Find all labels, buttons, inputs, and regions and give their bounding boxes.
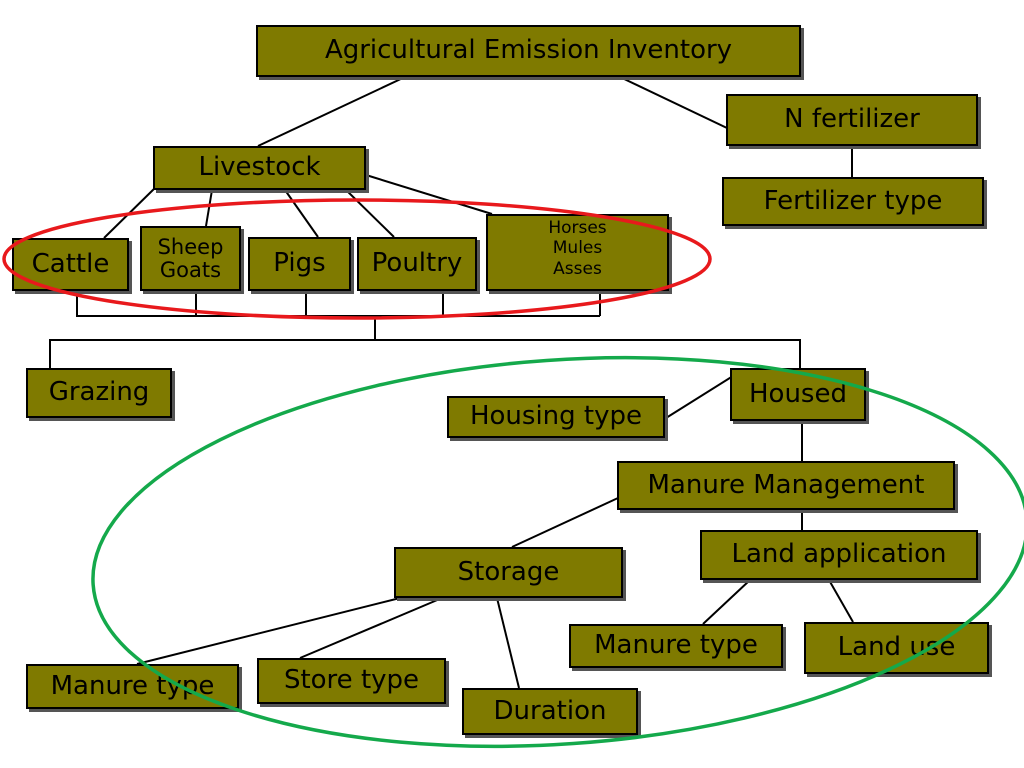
label-sheep: Sheep — [157, 235, 224, 260]
node-livestock: Livestock — [153, 146, 366, 190]
edge-split-bus — [49, 339, 801, 368]
node-duration: Duration — [462, 688, 638, 735]
node-manure-management: Manure Management — [617, 461, 955, 510]
node-grazing: Grazing — [26, 368, 172, 418]
node-fertilizer-type: Fertilizer type — [722, 177, 984, 226]
node-store-type: Store type — [257, 658, 446, 704]
edge-storage-manuretype — [136, 597, 401, 665]
edge-landapp-manuretype — [702, 579, 751, 625]
node-housed: Housed — [730, 368, 866, 421]
edge-root-livestock — [257, 76, 406, 147]
label-goats: Goats — [159, 257, 222, 282]
node-poultry: Poultry — [357, 237, 477, 291]
edge-livestock-sheep — [205, 189, 213, 227]
node-housing-type: Housing type — [447, 396, 665, 438]
node-storage: Storage — [394, 547, 623, 598]
edge-manure-storage — [511, 497, 619, 548]
node-cattle: Cattle — [12, 238, 129, 291]
node-n-fertilizer: N fertilizer — [726, 94, 978, 146]
node-sheep-goats: Sheep Goats — [140, 226, 241, 291]
node-land-use: Land use — [804, 622, 989, 674]
edge-livestock-pigs — [284, 189, 319, 238]
edge-livestock-poultry — [341, 185, 395, 238]
edge-animals-bus — [76, 291, 600, 317]
edge-livestock-horses — [365, 174, 493, 215]
node-manure-type-storage: Manure type — [26, 664, 239, 709]
edge-storage-storetype — [299, 597, 443, 659]
node-land-application: Land application — [700, 530, 978, 580]
edge-landapp-landuse — [828, 579, 854, 623]
label-horses: Horses — [548, 218, 607, 238]
edge-root-nfertilizer — [619, 76, 728, 129]
edge-housed-housingtype — [665, 375, 734, 419]
edge-storage-duration — [496, 597, 520, 689]
node-agricultural-emission-inventory: Agricultural Emission Inventory — [256, 25, 801, 77]
node-pigs: Pigs — [248, 237, 351, 291]
label-asses: Asses — [553, 258, 602, 279]
node-horses-mules-asses: Horses Mules Asses — [486, 214, 669, 291]
label-mules: Mules — [552, 238, 603, 259]
node-manure-type-land: Manure type — [569, 624, 783, 668]
